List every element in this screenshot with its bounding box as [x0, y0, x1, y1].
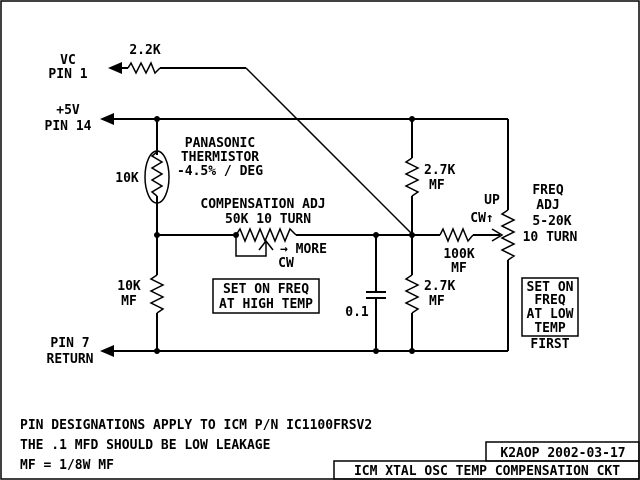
- title-box: [333, 460, 640, 480]
- thermistor-brand: PANASONIC: [185, 136, 255, 151]
- freq-adj-range: 5-20K: [532, 214, 571, 229]
- high-temp-note-2: AT HIGH TEMP: [219, 297, 313, 312]
- r100k-value: 100K: [443, 247, 474, 262]
- cw-up-label: CW↑: [470, 211, 493, 226]
- low-temp-first: FIRST: [530, 337, 569, 352]
- comp-adj-spec: 50K 10 TURN: [225, 212, 311, 227]
- resistor-2-2k: [127, 61, 161, 75]
- return-arrow-icon: [100, 345, 114, 357]
- note-pin-designations: PIN DESIGNATIONS APPLY TO ICM P/N IC1100…: [20, 418, 372, 433]
- resistor-10k-mf: [149, 274, 165, 314]
- freq-wiper-arrow-icon: [491, 228, 504, 242]
- r-vc-value: 2.2K: [129, 43, 160, 58]
- pot-compensation-50k: [235, 227, 297, 243]
- high-temp-note-1: SET ON FREQ: [223, 282, 309, 297]
- r27k-top-type: MF: [429, 178, 445, 193]
- resistor-100k: [439, 227, 474, 243]
- comp-adj-label: COMPENSATION ADJ: [200, 197, 325, 212]
- thermistor-type: THERMISTOR: [181, 150, 259, 165]
- pot-wiper-arrow-icon: [258, 239, 274, 251]
- resistor-2-7k-bottom: [404, 274, 420, 314]
- low-temp-note-4: TEMP: [534, 321, 565, 336]
- v5-label: +5V: [56, 103, 80, 118]
- freq-adj-turns: 10 TURN: [523, 230, 578, 245]
- junction: [373, 348, 379, 354]
- low-temp-note-1: SET ON: [527, 280, 574, 295]
- freq-adj-label-2: ADJ: [536, 198, 559, 213]
- vc-pin-label: PIN 1: [48, 67, 87, 82]
- low-temp-note-box: [521, 277, 579, 337]
- junction: [154, 348, 160, 354]
- thermistor-resistor: [150, 151, 164, 197]
- author-date: K2AOP 2002-03-17: [500, 446, 625, 461]
- r10k-type: MF: [121, 294, 137, 309]
- pot-wiper-loop: [235, 235, 267, 257]
- r27k-bottom-type: MF: [429, 294, 445, 309]
- cw-comp-label: CW: [278, 256, 294, 271]
- note-mf-definition: MF = 1/8W MF: [20, 458, 114, 473]
- more-label: → MORE: [280, 242, 327, 257]
- r27k-top-value: 2.7K: [424, 163, 455, 178]
- schematic-title: ICM XTAL OSC TEMP COMPENSATION CKT: [354, 464, 620, 479]
- junction: [409, 348, 415, 354]
- low-temp-note-3: AT LOW: [527, 307, 574, 322]
- low-temp-note-2: FREQ: [534, 293, 565, 308]
- pot-freq-adj: [500, 209, 516, 261]
- vc-arrow-icon: [108, 62, 122, 74]
- pin7-return-label: RETURN: [47, 352, 94, 367]
- pin7-label: PIN 7: [50, 336, 89, 351]
- freq-adj-label: FREQ: [532, 183, 563, 198]
- high-temp-note-box: [212, 278, 320, 314]
- thermistor-value: 10K: [115, 171, 139, 186]
- up-label: UP: [484, 193, 500, 208]
- thermistor-coeff: -4.5% / DEG: [177, 164, 263, 179]
- resistor-2-7k-top: [404, 157, 420, 197]
- note-capacitor-leakage: THE .1 MFD SHOULD BE LOW LEAKAGE: [20, 438, 270, 453]
- vc-diagonal-wire: [245, 67, 413, 235]
- r10k-value: 10K: [117, 279, 141, 294]
- v5-pin-label: PIN 14: [45, 119, 92, 134]
- cap-value: 0.1: [345, 305, 369, 320]
- r100k-type: MF: [451, 261, 467, 276]
- vc-label: VC: [60, 53, 76, 68]
- r27k-bottom-value: 2.7K: [424, 279, 455, 294]
- v5-arrow-icon: [100, 113, 114, 125]
